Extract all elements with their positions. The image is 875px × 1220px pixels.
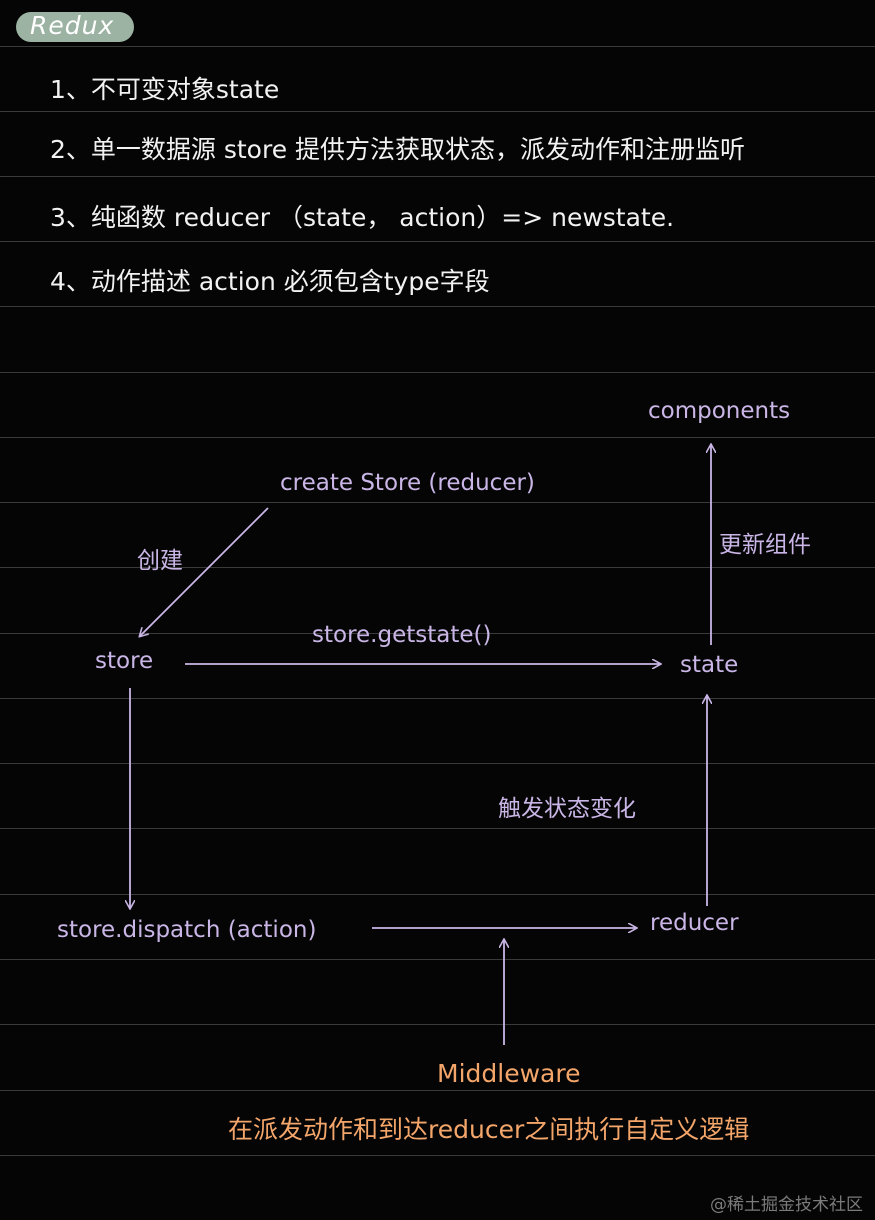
dispatch-node: store.dispatch (action) xyxy=(57,917,317,943)
trigger-change-label: 触发状态变化 xyxy=(498,796,636,822)
middleware-node: Middleware xyxy=(437,1059,581,1088)
update-components-label: 更新组件 xyxy=(719,532,811,558)
reducer-node: reducer xyxy=(650,910,739,936)
note-4: 4、动作描述 action 必须包含type字段 xyxy=(50,267,490,296)
title-highlight xyxy=(16,12,134,42)
state-node: state xyxy=(680,652,739,678)
create-store-node: create Store (reducer) xyxy=(280,470,535,496)
store-node: store xyxy=(95,648,154,674)
note-2: 2、单一数据源 store 提供方法获取状态，派发动作和注册监听 xyxy=(50,135,746,164)
note-1: 1、不可变对象state xyxy=(50,75,280,104)
middleware-description: 在派发动作和到达reducer之间执行自定义逻辑 xyxy=(228,1115,750,1144)
watermark: @稀土掘金技术社区 xyxy=(710,1195,863,1215)
page-title: Redux xyxy=(30,11,115,40)
components-node: components xyxy=(648,398,791,424)
create-label: 创建 xyxy=(137,548,183,574)
arrow-create-to-store xyxy=(140,507,269,636)
note-3: 3、纯函数 reducer （state， action）=> newstate… xyxy=(50,203,675,232)
getstate-label: store.getstate() xyxy=(312,622,492,648)
